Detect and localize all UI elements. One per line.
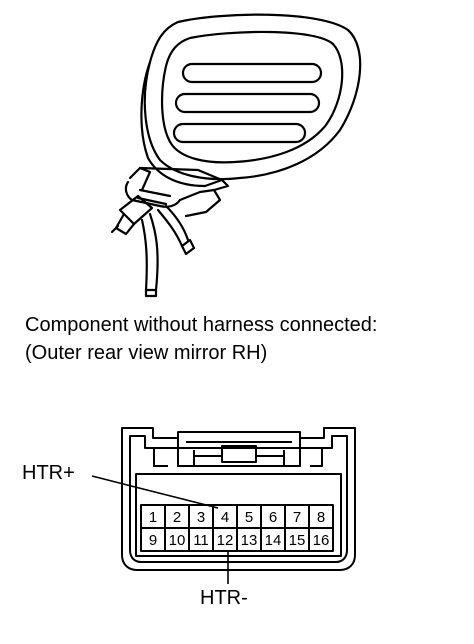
pin-1: 1 [149, 509, 157, 526]
pin-4: 4 [221, 509, 229, 526]
pin-10: 10 [169, 532, 186, 549]
pin-7: 7 [293, 509, 301, 526]
pin-3: 3 [197, 509, 205, 526]
htr-plus-label: HTR+ [22, 462, 75, 484]
pin-14: 14 [265, 532, 282, 549]
caption-line-2: (Outer rear view mirror RH) [25, 342, 268, 364]
pin-11: 11 [193, 532, 209, 549]
caption-line-1: Component without harness connected: [25, 314, 378, 336]
pin-6: 6 [269, 509, 277, 526]
pin-9: 9 [149, 532, 157, 549]
pin-15: 15 [289, 532, 306, 549]
pin-5: 5 [245, 509, 253, 526]
htr-minus-label: HTR- [200, 587, 248, 609]
outer-rear-view-mirror-icon [110, 13, 362, 298]
pin-8: 8 [317, 509, 325, 526]
pin-16: 16 [313, 532, 330, 549]
pin-12: 12 [217, 532, 234, 549]
pin-13: 13 [241, 532, 258, 549]
pin-2: 2 [173, 509, 181, 526]
